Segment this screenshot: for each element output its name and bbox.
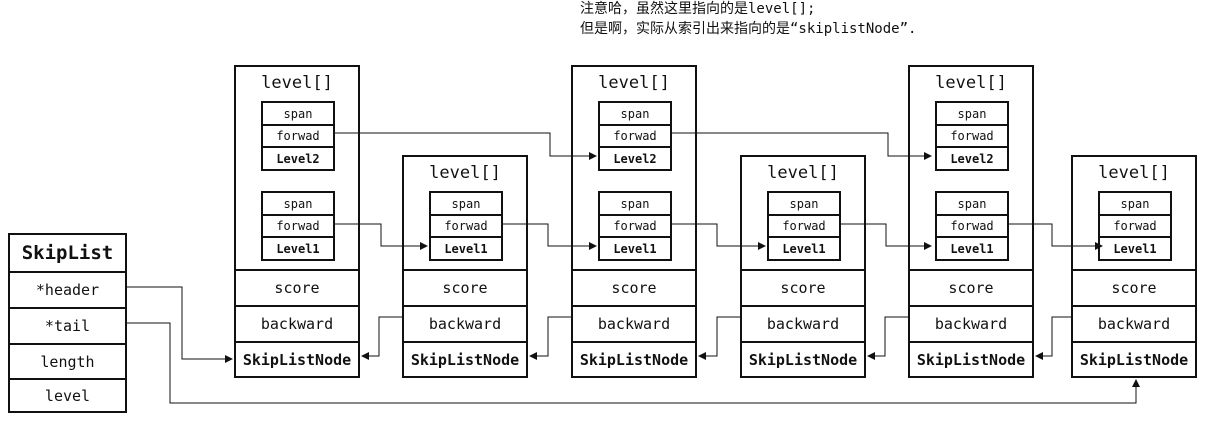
score-field: score	[910, 269, 1032, 305]
span-label: span	[957, 197, 987, 211]
level1-block: span forwad Level1	[429, 191, 503, 261]
skiplist-title: SkipList	[21, 242, 114, 264]
level2-forward-arrow-2	[671, 132, 932, 160]
skiplist-node-4: level[] span forwad Level1 score backwar…	[740, 155, 866, 378]
level2-block: span forwad Level2	[598, 101, 672, 171]
level1-forward-arrow-2	[502, 223, 597, 250]
level2-label: Level2	[613, 152, 657, 166]
backward-arrow-2	[529, 316, 571, 360]
level1-forward-arrow-4	[840, 223, 932, 250]
level1-forward-arrow-1	[334, 223, 428, 250]
forward-pointer: forwad	[769, 214, 839, 238]
node-name-label: SkipListNode	[742, 341, 864, 376]
level2-forward-arrow-1	[334, 132, 597, 160]
level-array-title: level[]	[598, 73, 670, 93]
score-field: score	[1073, 269, 1195, 305]
span-label: span	[789, 197, 819, 211]
skiplist-node-2: level[] span forwad Level1 score backwar…	[402, 155, 528, 378]
score-field: score	[742, 269, 864, 305]
forward-pointer: forwad	[1100, 214, 1170, 238]
skiplist-header-field: *header	[10, 271, 125, 307]
skiplist-tail-field: *tail	[10, 307, 125, 343]
span-label: span	[283, 197, 313, 211]
backward-field: backward	[742, 305, 864, 341]
node-name-label: SkipListNode	[236, 341, 358, 376]
score-field: score	[236, 269, 358, 305]
level1-label: Level1	[613, 242, 657, 256]
span-label: span	[451, 197, 481, 211]
forward-pointer: forwad	[263, 214, 333, 238]
skiplist-level-field: level	[10, 378, 125, 411]
level1-block: span forwad Level1	[767, 191, 841, 261]
backward-arrow-4	[867, 316, 908, 360]
skiplist-node-3: level[] span forwad Level2 span forwad L…	[571, 65, 697, 378]
backward-field: backward	[236, 305, 358, 341]
level1-forward-arrow-3	[671, 223, 766, 250]
skiplist-node-1: level[] span forwad Level2 span forwad L…	[234, 65, 360, 378]
node-name-label: SkipListNode	[404, 341, 526, 376]
forward-pointer: forwad	[600, 214, 670, 238]
level1-label: Level1	[276, 242, 320, 256]
skiplist-node-5: level[] span forwad Level2 span forwad L…	[908, 65, 1034, 378]
level1-label: Level1	[950, 242, 994, 256]
score-field: score	[404, 269, 526, 305]
span-label: span	[957, 107, 987, 121]
span-label: span	[283, 107, 313, 121]
level-array-title: level[]	[429, 163, 501, 183]
node-name-label: SkipListNode	[1073, 341, 1195, 376]
span-label: span	[1120, 197, 1150, 211]
level1-label: Level1	[782, 242, 826, 256]
score-field: score	[573, 269, 695, 305]
forward-pointer: forwad	[600, 124, 670, 148]
level2-label: Level2	[276, 152, 320, 166]
skiplist-struct: SkipList *header *tail length level	[8, 233, 127, 413]
level1-label: Level1	[444, 242, 488, 256]
level1-block: span forwad Level1	[261, 191, 335, 261]
forward-pointer: forwad	[431, 214, 501, 238]
level1-forward-arrow-5	[1008, 223, 1103, 250]
backward-arrow-3	[698, 316, 740, 360]
level2-block: span forwad Level2	[935, 101, 1009, 171]
note-line-2: 但是啊，实际从索引出来指向的是“skiplistNode”.	[580, 21, 917, 37]
level1-label: Level1	[1113, 242, 1157, 256]
backward-field: backward	[910, 305, 1032, 341]
note-line-1: 注意哈，虽然这里指向的是level[];	[580, 1, 816, 17]
level-array-title: level[]	[935, 73, 1007, 93]
backward-field: backward	[1073, 305, 1195, 341]
level-array-title: level[]	[261, 73, 333, 93]
forward-pointer: forwad	[263, 124, 333, 148]
skiplist-length-field: length	[10, 343, 125, 378]
node-name-label: SkipListNode	[910, 341, 1032, 376]
skiplist-node-6: level[] span forwad Level1 score backwar…	[1071, 155, 1197, 378]
level-array-title: level[]	[767, 163, 839, 183]
node-name-label: SkipListNode	[573, 341, 695, 376]
level2-block: span forwad Level2	[261, 101, 335, 171]
level1-block: span forwad Level1	[598, 191, 672, 261]
header-pointer-arrow	[127, 286, 233, 363]
level-array-title: level[]	[1098, 163, 1170, 183]
level1-block: span forwad Level1	[935, 191, 1009, 261]
level1-block: span forwad Level1	[1098, 191, 1172, 261]
span-label: span	[620, 197, 650, 211]
forward-pointer: forwad	[937, 214, 1007, 238]
backward-arrow-5	[1035, 316, 1071, 360]
backward-arrow-1	[361, 316, 402, 360]
backward-field: backward	[573, 305, 695, 341]
forward-pointer: forwad	[937, 124, 1007, 148]
span-label: span	[620, 107, 650, 121]
tail-pointer-arrow	[127, 322, 1140, 404]
level2-label: Level2	[950, 152, 994, 166]
backward-field: backward	[404, 305, 526, 341]
